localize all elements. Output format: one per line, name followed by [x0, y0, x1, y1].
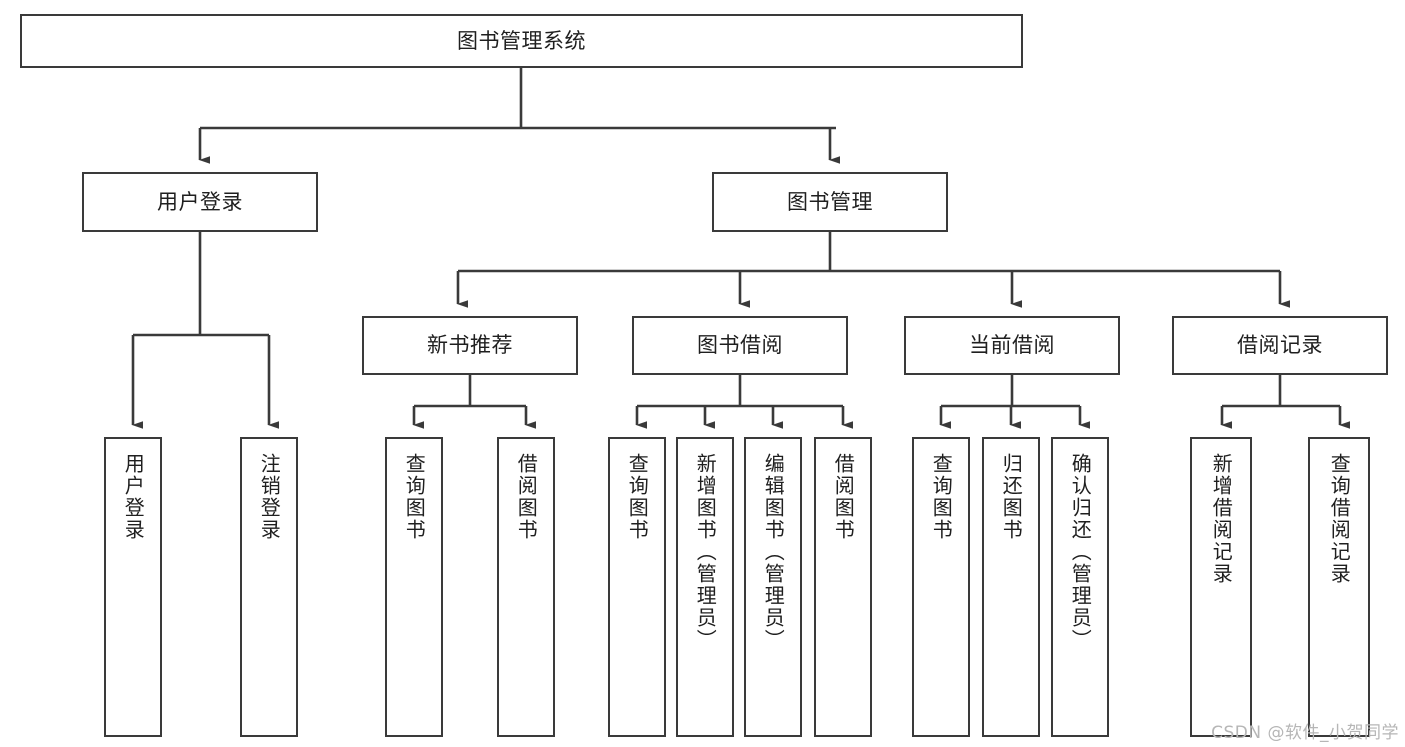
- node-label: 查询借阅记录: [1327, 453, 1352, 585]
- leaf-confirm-return[interactable]: 确认归还（管理员）: [1051, 437, 1109, 737]
- leaf-query-book-recommend[interactable]: 查询图书: [385, 437, 443, 737]
- leaf-query-book-current[interactable]: 查询图书: [912, 437, 970, 737]
- node-label: 新书推荐: [427, 333, 513, 358]
- node-label: 图书借阅: [697, 333, 783, 358]
- node-book-borrow[interactable]: 图书借阅: [632, 316, 848, 375]
- node-root-system[interactable]: 图书管理系统: [20, 14, 1023, 68]
- node-label: 用户登录: [121, 453, 146, 541]
- node-label: 归还图书: [999, 453, 1024, 541]
- node-book-management[interactable]: 图书管理: [712, 172, 948, 232]
- leaf-add-borrow-record[interactable]: 新增借阅记录: [1190, 437, 1252, 737]
- leaf-borrow-book[interactable]: 借阅图书: [814, 437, 872, 737]
- node-label: 编辑图书（管理员）: [761, 453, 786, 651]
- node-label: 图书管理系统: [457, 28, 586, 53]
- node-label: 借阅记录: [1237, 333, 1323, 358]
- node-label: 图书管理: [787, 189, 873, 214]
- leaf-user-login[interactable]: 用户登录: [104, 437, 162, 737]
- leaf-return-book[interactable]: 归还图书: [982, 437, 1040, 737]
- leaf-query-book-borrow[interactable]: 查询图书: [608, 437, 666, 737]
- node-user-login[interactable]: 用户登录: [82, 172, 318, 232]
- node-borrow-record[interactable]: 借阅记录: [1172, 316, 1388, 375]
- leaf-add-book[interactable]: 新增图书（管理员）: [676, 437, 734, 737]
- leaf-query-borrow-record[interactable]: 查询借阅记录: [1308, 437, 1370, 737]
- node-current-borrow[interactable]: 当前借阅: [904, 316, 1120, 375]
- node-label: 新增图书（管理员）: [693, 453, 718, 651]
- node-label: 确认归还（管理员）: [1068, 453, 1093, 651]
- node-label: 注销登录: [257, 453, 282, 541]
- node-label: 新增借阅记录: [1209, 453, 1234, 585]
- leaf-edit-book[interactable]: 编辑图书（管理员）: [744, 437, 802, 737]
- node-label: 用户登录: [157, 189, 243, 214]
- leaf-logout-login[interactable]: 注销登录: [240, 437, 298, 737]
- node-new-book-recommend[interactable]: 新书推荐: [362, 316, 578, 375]
- node-label: 借阅图书: [514, 453, 539, 541]
- node-label: 借阅图书: [831, 453, 856, 541]
- csdn-watermark: CSDN @软件_小贺同学: [1211, 723, 1399, 743]
- node-label: 当前借阅: [969, 333, 1055, 358]
- node-label: 查询图书: [402, 453, 427, 541]
- leaf-borrow-book-recommend[interactable]: 借阅图书: [497, 437, 555, 737]
- node-label: 查询图书: [929, 453, 954, 541]
- node-label: 查询图书: [625, 453, 650, 541]
